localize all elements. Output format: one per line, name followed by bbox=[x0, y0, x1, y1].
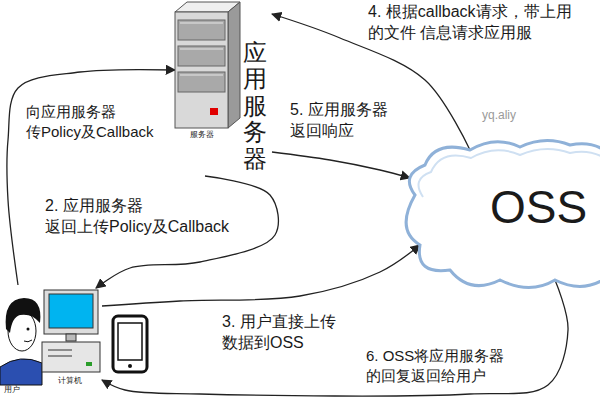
server-bay bbox=[178, 20, 225, 40]
step-label: 2. 应用服务器 返回上传Policy及Callback bbox=[45, 196, 250, 238]
computer-caption: 计算机 bbox=[58, 376, 82, 386]
cloud-title: OSS bbox=[490, 180, 587, 235]
server-node: 应用服务器服务器 bbox=[175, 0, 272, 176]
person-node: 用户 bbox=[0, 285, 42, 395]
flow-arrow bbox=[102, 280, 568, 396]
step-label: 3. 用户直接上传 数据到OSS bbox=[222, 312, 352, 354]
cloud-outline bbox=[406, 140, 600, 287]
label-holder: 2. 应用服务器 返回上传Policy及Callback bbox=[45, 196, 250, 238]
bay-highlight bbox=[180, 23, 223, 24]
computer-icon bbox=[40, 288, 102, 388]
flow-arrow bbox=[272, 152, 410, 178]
monitor-neck bbox=[66, 334, 76, 341]
step-label: 向应用服务器 传Policy及Callback bbox=[26, 102, 171, 141]
step-label: 4. 根据callback请求，带上用 的文件 信息请求应用服 bbox=[368, 2, 596, 44]
computer-node: 计算机 bbox=[40, 288, 102, 388]
step-label: 5. 应用服务器 返回响应 bbox=[290, 100, 415, 142]
text-holder: 计算机 bbox=[58, 376, 82, 386]
text-holder: 应用服务器 bbox=[243, 40, 267, 172]
server-bay bbox=[178, 46, 225, 66]
monitor-screen bbox=[49, 294, 93, 328]
phone-body bbox=[113, 316, 147, 372]
cloud-node: OSS bbox=[395, 135, 600, 290]
label-holder: 向应用服务器 传Policy及Callback bbox=[26, 102, 171, 141]
user-eye bbox=[27, 328, 30, 331]
text-holder: 用户 bbox=[4, 385, 20, 395]
monitor-frame bbox=[44, 290, 98, 334]
user-caption: 用户 bbox=[4, 385, 20, 395]
drive-slot bbox=[48, 350, 72, 351]
flow-arrow bbox=[7, 70, 175, 285]
server-front bbox=[175, 12, 228, 128]
flow-arrow bbox=[102, 245, 420, 306]
label-holder: 5. 应用服务器 返回响应 bbox=[290, 100, 415, 142]
phone-screen bbox=[118, 323, 142, 360]
person-icon bbox=[0, 285, 42, 395]
label-holder: 3. 用户直接上传 数据到OSS bbox=[222, 312, 352, 354]
server-title: 应用服务器 bbox=[243, 40, 267, 172]
watermark: yq.aliy bbox=[482, 108, 516, 124]
phone-button bbox=[128, 364, 132, 368]
text-holder: OSS bbox=[490, 180, 587, 235]
user-mouth bbox=[24, 340, 32, 342]
server-caption: 服务器 bbox=[190, 130, 214, 140]
power-light bbox=[86, 362, 92, 366]
label-holder: 4. 根据callback请求，带上用 的文件 信息请求应用服 bbox=[368, 2, 596, 44]
phone-icon bbox=[113, 316, 147, 372]
desktop-case bbox=[42, 342, 100, 372]
power-light bbox=[210, 108, 218, 115]
step-label: 6. OSS将应用服务器 的回复返回给用户 bbox=[366, 346, 544, 385]
label-holder: 6. OSS将应用服务器 的回复返回给用户 bbox=[366, 346, 544, 385]
drive-slot bbox=[48, 356, 72, 357]
label-holder: yq.aliy bbox=[482, 108, 516, 124]
bay-highlight bbox=[180, 49, 223, 50]
server-bay bbox=[178, 72, 225, 92]
user-hair bbox=[6, 298, 41, 333]
user-body bbox=[0, 359, 42, 385]
server-side bbox=[228, 2, 240, 128]
text-holder: 服务器 bbox=[190, 130, 214, 140]
bay-highlight bbox=[180, 75, 223, 76]
